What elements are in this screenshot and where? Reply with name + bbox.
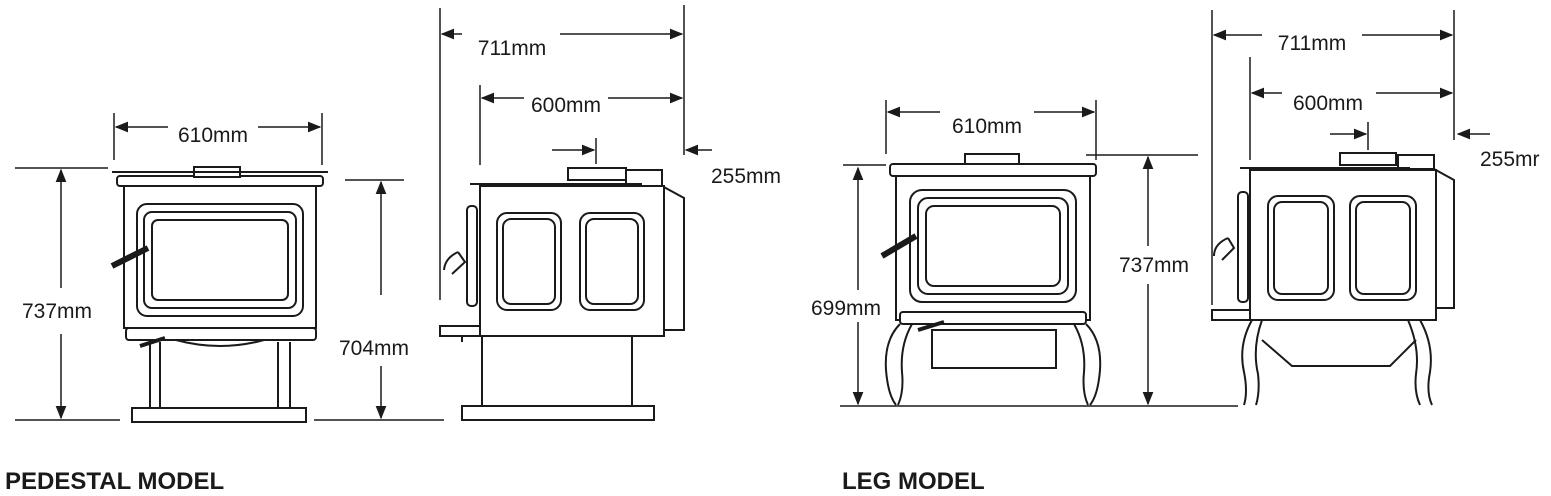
leg-side-depth-overall-dimension: 711mm [1211, 10, 1455, 305]
leg-front-width-label: 610mm [952, 115, 1022, 138]
pedestal-top-height-dimension: 704mm [314, 179, 444, 421]
leg-model-caption: LEG MODEL [842, 468, 985, 495]
leg-overall-height-dimension: 737mm [840, 154, 1238, 407]
leg-overall-height-label: 737mm [1119, 254, 1189, 277]
leg-front-height-label: 699mm [811, 297, 881, 320]
pedestal-model-caption: PEDESTAL MODEL [5, 468, 224, 495]
pedestal-front-width-dimension: 610mm [113, 113, 323, 165]
pedestal-side-depth-body-dimension: 600mm [479, 85, 684, 165]
pedestal-side-depth-body-label: 600mm [531, 94, 601, 117]
pedestal-front-height-dimension: 737mm [15, 167, 120, 421]
pedestal-front-width-label: 610mm [178, 124, 248, 147]
leg-front-view [880, 153, 1102, 406]
leg-side-view [1211, 152, 1455, 406]
pedestal-front-view [110, 166, 328, 423]
pedestal-side-view [439, 167, 685, 421]
leg-front-height-dimension: 699mm [811, 164, 886, 406]
leg-side-depth-overall-label: 711mm [1278, 32, 1346, 55]
pedestal-front-height-label: 737mm [22, 300, 92, 323]
leg-flue-offset-dimension: 255mr [1330, 122, 1540, 171]
pedestal-side-depth-overall-dimension: 711mm [439, 5, 685, 300]
leg-front-width-dimension: 610mm [885, 100, 1097, 160]
leg-side-depth-body-label: 600mm [1293, 92, 1363, 115]
pedestal-top-height-label: 704mm [339, 337, 409, 360]
leg-flue-offset-label: 255mr [1480, 148, 1540, 171]
pedestal-side-depth-overall-label: 711mm [478, 37, 546, 60]
pedestal-flue-offset-label: 255mm [711, 165, 781, 188]
leg-side-depth-body-dimension: 600mm [1249, 57, 1454, 160]
pedestal-flue-offset-dimension: 255mm [552, 138, 781, 188]
